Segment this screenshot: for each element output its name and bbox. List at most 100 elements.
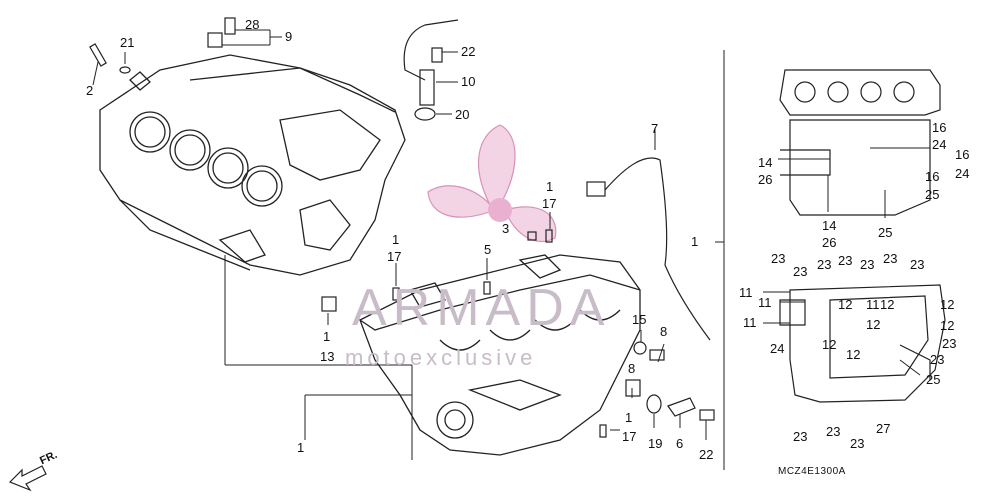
callout-13[interactable]: 13	[320, 349, 335, 364]
sensor-28	[224, 17, 236, 35]
watermark-petal-1	[477, 124, 516, 206]
bolt-22b	[699, 409, 715, 421]
callout-23-b[interactable]: 23	[793, 264, 808, 279]
callout-23-g[interactable]: 23	[910, 257, 925, 272]
bolt-8a	[649, 349, 665, 361]
callout-22-top[interactable]: 22	[461, 44, 476, 59]
callout-7[interactable]: 7	[651, 121, 659, 136]
oil-pan-gasket-panel	[779, 69, 946, 403]
callout-23-f[interactable]: 23	[883, 251, 898, 266]
diagram-code: MCZ4E1300A	[778, 466, 846, 477]
sensor-body-10	[419, 69, 435, 106]
callout-14-a[interactable]: 14	[758, 155, 773, 170]
watermark-brand: ARMADA	[352, 279, 611, 337]
sensor-cable-10	[403, 19, 459, 81]
bolt-13	[321, 296, 337, 312]
dowel-17a	[392, 287, 400, 301]
callout-17-bottom[interactable]: 17	[622, 429, 637, 444]
washer-20	[414, 107, 436, 121]
dowel-17b	[545, 229, 553, 243]
callout-24-b[interactable]: 24	[955, 166, 970, 181]
callout-8-top[interactable]: 8	[660, 324, 668, 339]
callout-25-c[interactable]: 25	[926, 372, 941, 387]
watermark-petal-3	[504, 206, 557, 242]
callout-12-g[interactable]: 12	[880, 297, 895, 312]
callout-26-b[interactable]: 26	[822, 235, 837, 250]
callout-3[interactable]: 3	[502, 221, 510, 236]
callout-28[interactable]: 28	[245, 17, 260, 32]
callout-8-bottom[interactable]: 8	[628, 361, 636, 376]
callout-10[interactable]: 10	[461, 74, 476, 89]
callout-1-dowel-ref[interactable]: 1	[625, 410, 633, 425]
callout-19[interactable]: 19	[648, 436, 663, 451]
dowel-pin-2	[89, 43, 107, 67]
callout-16-b[interactable]: 16	[955, 147, 970, 162]
pin-5	[483, 281, 491, 295]
dowel-17c	[599, 424, 607, 438]
callout-1-left-ref[interactable]: 1	[392, 232, 400, 247]
callout-17-upper[interactable]: 17	[542, 196, 557, 211]
connector-7	[586, 181, 606, 197]
callout-11-c[interactable]: 11	[866, 297, 880, 312]
callout-5[interactable]: 5	[484, 242, 492, 257]
callout-23-c[interactable]: 23	[817, 257, 832, 272]
callout-17-left[interactable]: 17	[387, 249, 402, 264]
front-direction-arrow	[8, 465, 47, 492]
callout-1-lower-ref[interactable]: 1	[546, 179, 554, 194]
callout-25-a[interactable]: 25	[925, 187, 940, 202]
callout-26-a[interactable]: 26	[758, 172, 773, 187]
callout-12-f[interactable]: 12	[846, 347, 861, 362]
callout-12-e[interactable]: 12	[822, 337, 837, 352]
callout-22-bottom[interactable]: 22	[699, 447, 714, 462]
callout-11-a[interactable]: 11	[739, 285, 753, 300]
callout-12-d[interactable]: 12	[940, 318, 955, 333]
watermark-logo	[427, 124, 557, 242]
callout-23-h[interactable]: 23	[942, 336, 957, 351]
callout-23-d[interactable]: 23	[838, 253, 853, 268]
callout-14-b[interactable]: 14	[822, 218, 837, 233]
callout-24-c[interactable]: 24	[770, 341, 785, 356]
bolt-22a	[431, 47, 443, 63]
upper-crankcase	[99, 54, 406, 276]
callout-23-k[interactable]: 23	[826, 424, 841, 439]
watermark-tagline: motoexclusive	[345, 345, 537, 370]
callout-23-i[interactable]: 23	[930, 352, 945, 367]
callout-15[interactable]: 15	[632, 312, 647, 327]
callout-11-b[interactable]: 11	[758, 295, 772, 310]
callout-16-c[interactable]: 16	[925, 169, 940, 184]
o-ring-19	[646, 394, 662, 414]
callout-23-e[interactable]: 23	[860, 257, 875, 272]
callout-1-main[interactable]: 1	[691, 234, 699, 249]
sleeve-18	[625, 379, 641, 397]
callout-2[interactable]: 2	[86, 83, 94, 98]
callout-12-c[interactable]: 12	[866, 317, 881, 332]
callout-16-a[interactable]: 16	[932, 120, 947, 135]
pin-3	[527, 231, 537, 241]
callout-21[interactable]: 21	[120, 35, 135, 50]
sensor-9	[207, 32, 223, 48]
part-hardware	[89, 17, 715, 438]
cable-7	[604, 157, 711, 341]
callout-23-j[interactable]: 23	[793, 429, 808, 444]
callout-1-bottom-left[interactable]: 1	[297, 440, 305, 455]
leader-lines	[92, 29, 930, 470]
callout-27[interactable]: 27	[876, 421, 891, 436]
callout-12-b[interactable]: 12	[940, 297, 955, 312]
bracket-6	[667, 397, 696, 417]
callout-23-a[interactable]: 23	[771, 251, 786, 266]
callout-1-bolt-ref[interactable]: 1	[323, 329, 331, 344]
callout-12-a[interactable]: 12	[838, 297, 853, 312]
callout-24-a[interactable]: 24	[932, 137, 947, 152]
lower-crankcase	[359, 254, 641, 456]
watermark-petal-2	[427, 185, 496, 218]
callout-25-b[interactable]: 25	[878, 225, 893, 240]
watermark-hub	[488, 198, 512, 222]
washer-15	[633, 341, 647, 355]
callout-11-d[interactable]: 11	[743, 315, 757, 330]
callout-6[interactable]: 6	[676, 436, 684, 451]
o-ring-21	[119, 66, 131, 74]
callout-23-l[interactable]: 23	[850, 436, 865, 451]
callout-9[interactable]: 9	[285, 29, 293, 44]
callout-20[interactable]: 20	[455, 107, 470, 122]
